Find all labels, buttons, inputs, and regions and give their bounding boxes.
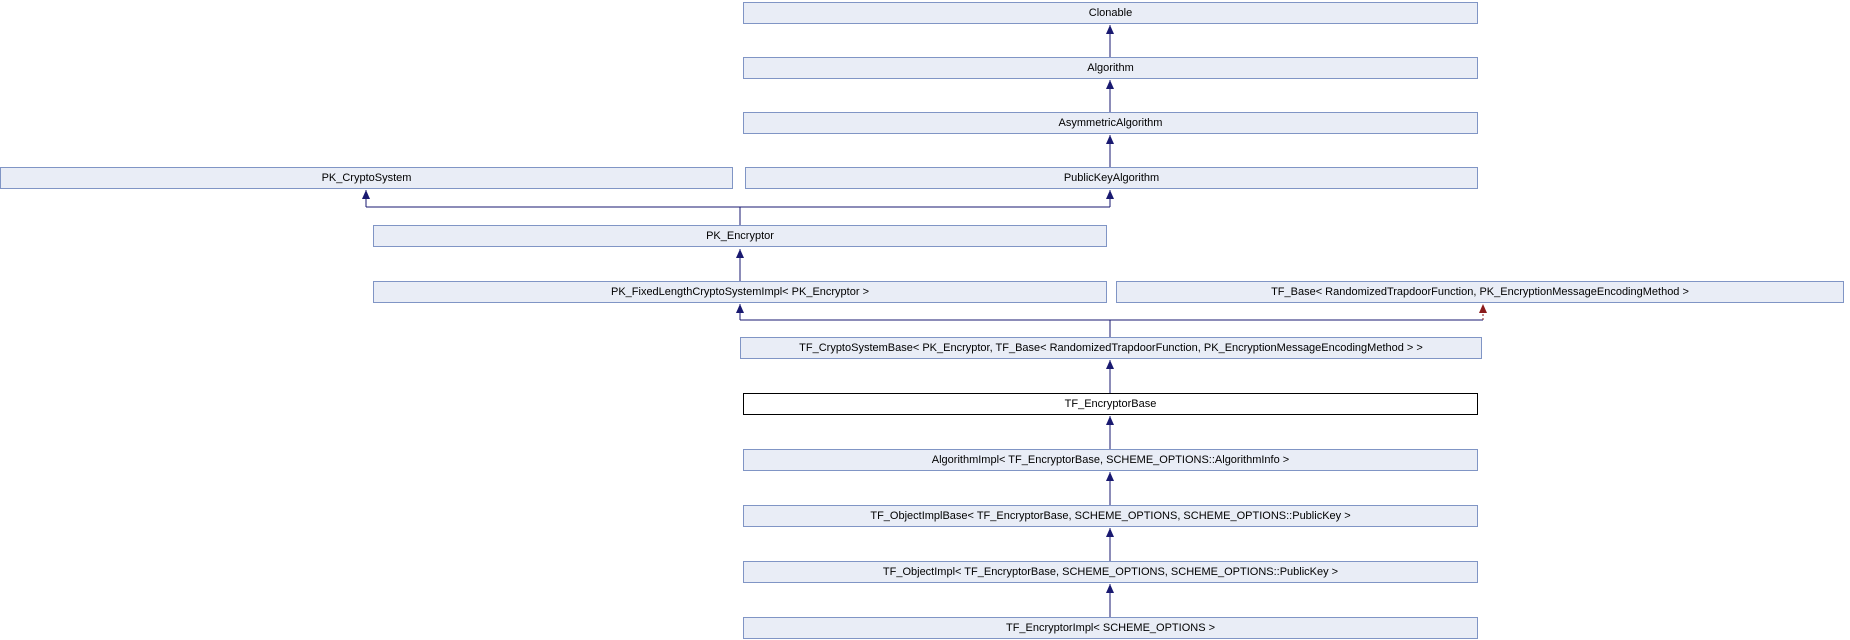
class-node-clonable[interactable]: Clonable [743, 2, 1478, 24]
class-node-tfencryptorimpl[interactable]: TF_EncryptorImpl< SCHEME_OPTIONS > [743, 617, 1478, 639]
class-node-algorithm[interactable]: Algorithm [743, 57, 1478, 79]
class-node-tfbase[interactable]: TF_Base< RandomizedTrapdoorFunction, PK_… [1116, 281, 1844, 303]
class-node-pkfixedlengthcryptosystemimpl[interactable]: PK_FixedLengthCryptoSystemImpl< PK_Encry… [373, 281, 1107, 303]
class-node-publickeyalgorithm[interactable]: PublicKeyAlgorithm [745, 167, 1478, 189]
class-node-pkcryptosystem[interactable]: PK_CryptoSystem [0, 167, 733, 189]
class-node-pkencryptor[interactable]: PK_Encryptor [373, 225, 1107, 247]
class-node-tfobjectimpl[interactable]: TF_ObjectImpl< TF_EncryptorBase, SCHEME_… [743, 561, 1478, 583]
class-node-asymmetricalgorithm[interactable]: AsymmetricAlgorithm [743, 112, 1478, 134]
class-node-algorithmimpl[interactable]: AlgorithmImpl< TF_EncryptorBase, SCHEME_… [743, 449, 1478, 471]
class-node-tfcryptosystembase[interactable]: TF_CryptoSystemBase< PK_Encryptor, TF_Ba… [740, 337, 1482, 359]
class-node-tfobjectimplbase[interactable]: TF_ObjectImplBase< TF_EncryptorBase, SCH… [743, 505, 1478, 527]
class-node-tfencryptorbase-current: TF_EncryptorBase [743, 393, 1478, 415]
